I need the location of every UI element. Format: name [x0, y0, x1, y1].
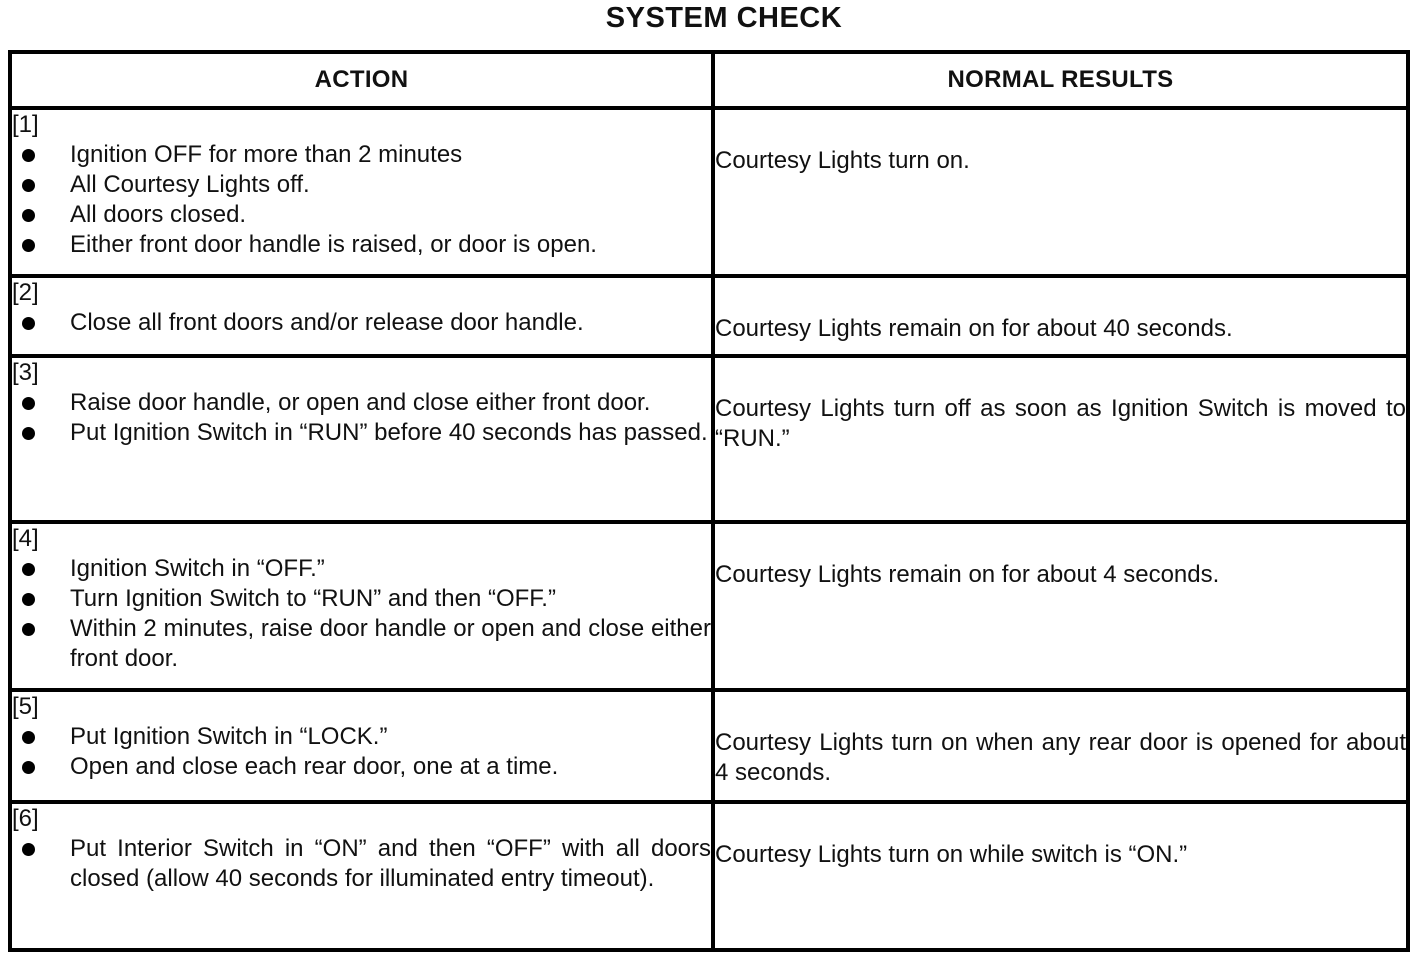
table-row: [2] Close all front doors and/or release…	[8, 274, 1410, 358]
bullet-icon	[22, 761, 35, 774]
action-cell: [5] Put Ignition Switch in “LOCK.” Open …	[8, 688, 715, 804]
result-text: Courtesy Lights turn on while switch is …	[715, 841, 1188, 868]
action-item: Turn Ignition Switch to “RUN” and then “…	[12, 584, 711, 614]
result-text: Courtesy Lights turn on when any rear do…	[715, 729, 1406, 786]
action-cell: [6] Put Interior Switch in “ON” and then…	[8, 800, 715, 952]
result-text: Courtesy Lights remain on for about 40 s…	[715, 315, 1233, 342]
result-cell: Courtesy Lights turn on.	[711, 106, 1410, 278]
table-row: [5] Put Ignition Switch in “LOCK.” Open …	[8, 688, 1410, 804]
action-item: Close all front doors and/or release doo…	[12, 308, 711, 338]
step-number: [3]	[12, 359, 39, 386]
result-cell: Courtesy Lights turn off as soon as Igni…	[711, 354, 1410, 524]
bullet-icon	[22, 593, 35, 606]
page-title: SYSTEM CHECK	[605, 2, 843, 34]
bullet-icon	[22, 623, 35, 636]
bullet-icon	[22, 149, 35, 162]
result-cell: Courtesy Lights turn on when any rear do…	[711, 688, 1410, 804]
action-cell: [1] Ignition OFF for more than 2 minutes…	[8, 106, 715, 278]
action-item: Ignition OFF for more than 2 minutes	[12, 140, 711, 170]
action-list: Ignition Switch in “OFF.” Turn Ignition …	[12, 554, 711, 674]
action-list: Put Ignition Switch in “LOCK.” Open and …	[12, 722, 711, 782]
table-row: [4] Ignition Switch in “OFF.” Turn Ignit…	[8, 520, 1410, 692]
action-list: Ignition OFF for more than 2 minutes All…	[12, 140, 711, 260]
action-item: Within 2 minutes, raise door handle or o…	[12, 614, 711, 674]
result-text: Courtesy Lights turn off as soon as Igni…	[715, 395, 1406, 452]
action-item: Put Ignition Switch in “RUN” before 40 s…	[12, 418, 711, 448]
table-header-row: ACTION NORMAL RESULTS	[8, 50, 1410, 110]
action-cell: [3] Raise door handle, or open and close…	[8, 354, 715, 524]
action-column-header: ACTION	[8, 50, 715, 110]
step-number: [6]	[12, 805, 39, 832]
action-item: All doors closed.	[12, 200, 711, 230]
action-item: Raise door handle, or open and close eit…	[12, 388, 711, 418]
bullet-icon	[22, 179, 35, 192]
step-number: [5]	[12, 693, 39, 720]
action-cell: [2] Close all front doors and/or release…	[8, 274, 715, 358]
bullet-icon	[22, 731, 35, 744]
result-cell: Courtesy Lights remain on for about 4 se…	[711, 520, 1410, 692]
step-number: [1]	[12, 111, 39, 138]
action-item: Open and close each rear door, one at a …	[12, 752, 711, 782]
action-item: Ignition Switch in “OFF.”	[12, 554, 711, 584]
action-item: Put Ignition Switch in “LOCK.”	[12, 722, 711, 752]
step-number: [2]	[12, 279, 39, 306]
result-cell: Courtesy Lights remain on for about 40 s…	[711, 274, 1410, 358]
table-row: [6] Put Interior Switch in “ON” and then…	[8, 800, 1410, 952]
action-item: Put Interior Switch in “ON” and then “OF…	[12, 834, 711, 894]
action-list: Put Interior Switch in “ON” and then “OF…	[12, 834, 711, 894]
bullet-icon	[22, 427, 35, 440]
bullet-icon	[22, 563, 35, 576]
table-row: [3] Raise door handle, or open and close…	[8, 354, 1410, 524]
bullet-icon	[22, 397, 35, 410]
action-list: Close all front doors and/or release doo…	[12, 308, 711, 338]
bullet-icon	[22, 317, 35, 330]
action-list: Raise door handle, or open and close eit…	[12, 388, 711, 448]
action-item: Either front door handle is raised, or d…	[12, 230, 711, 260]
bullet-icon	[22, 209, 35, 222]
result-text: Courtesy Lights remain on for about 4 se…	[715, 561, 1220, 588]
action-item: All Courtesy Lights off.	[12, 170, 711, 200]
table-row: [1] Ignition OFF for more than 2 minutes…	[8, 106, 1410, 278]
action-cell: [4] Ignition Switch in “OFF.” Turn Ignit…	[8, 520, 715, 692]
result-text: Courtesy Lights turn on.	[715, 147, 970, 174]
system-check-table: ACTION NORMAL RESULTS [1] Ignition OFF f…	[8, 50, 1410, 952]
step-number: [4]	[12, 525, 39, 552]
bullet-icon	[22, 239, 35, 252]
normal-results-column-header: NORMAL RESULTS	[711, 50, 1410, 110]
bullet-icon	[22, 843, 35, 856]
result-cell: Courtesy Lights turn on while switch is …	[711, 800, 1410, 952]
